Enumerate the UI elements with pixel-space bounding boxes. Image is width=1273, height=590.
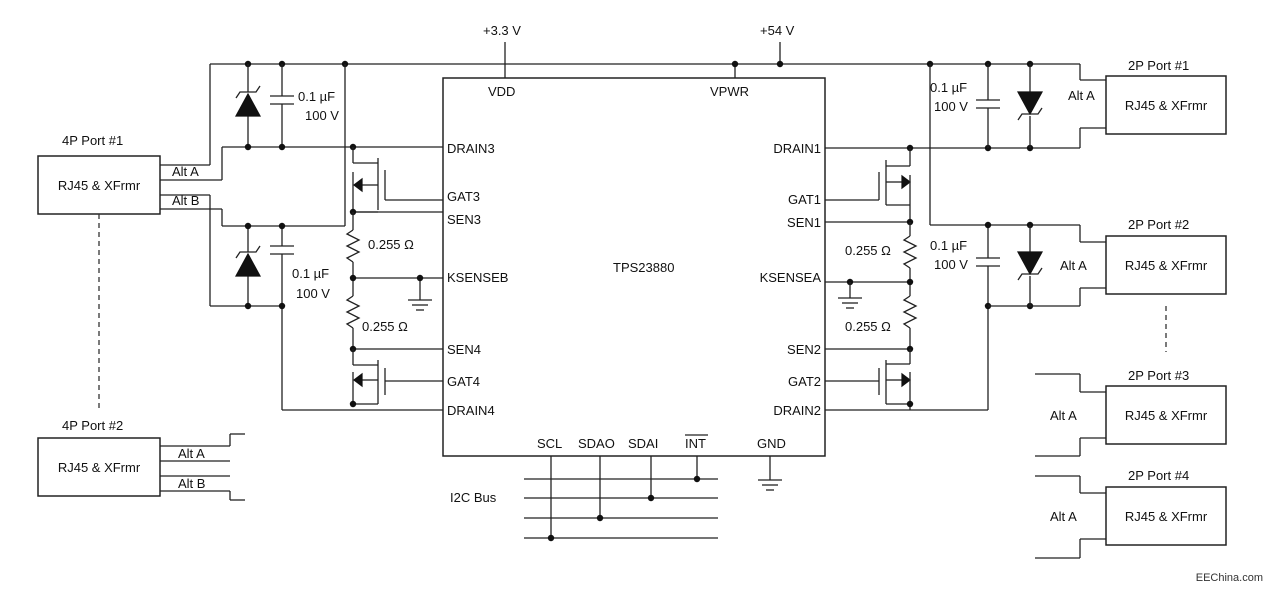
pin-gat1: GAT1 [788,192,821,207]
ic-name: TPS23880 [613,260,674,275]
port-4p-1-alt-b: Alt B [172,193,199,208]
resistor-right-lower: 0.255 Ω [845,319,891,334]
pin-vdd: VDD [488,84,515,99]
port-2p-1-title: 2P Port #1 [1128,58,1189,73]
cap-voltage-r2: 100 V [934,257,968,272]
pin-sdai: SDAI [628,436,658,451]
port-2p-2: 2P Port #2 RJ45 & XFrmr Alt A [1060,217,1227,352]
port-2p-4-alt-a: Alt A [1050,509,1077,524]
tvs-cap-lower-left: 0.1 µF 100 V [234,222,443,411]
ic-body [442,77,826,457]
resistor-left-upper: 0.255 Ω [368,237,414,252]
port-2p-3-alt-a: Alt A [1050,408,1077,423]
tvs-cap-port-2p-2: 0.1 µF 100 V [930,221,1080,410]
cap-voltage-ul: 100 V [305,108,339,123]
port-2p-1: 2P Port #1 RJ45 & XFrmr Alt A [1068,58,1227,148]
port-4p-2-alt-b: Alt B [178,476,205,491]
cap-voltage-ll: 100 V [296,286,330,301]
pin-sen3: SEN3 [447,212,481,227]
cap-value-r1: 0.1 µF [930,80,967,95]
cap-value-r2: 0.1 µF [930,238,967,253]
pin-vpwr: VPWR [710,84,749,99]
pin-sen2: SEN2 [787,342,821,357]
port-4p-2-rj45: RJ45 & XFrmr [58,460,141,475]
tvs-diode-icon [1016,91,1044,116]
port-2p-2-alt-a: Alt A [1060,258,1087,273]
pin-int: INT [685,436,706,451]
pin-ksensea: KSENSEA [760,270,822,285]
pin-ksenseb: KSENSEB [447,270,508,285]
pin-scl: SCL [537,436,562,451]
i2c-bus-label: I2C Bus [450,490,497,505]
pin-sen1: SEN1 [787,215,821,230]
pin-drain3: DRAIN3 [447,141,495,156]
port-2p-4-rj45: RJ45 & XFrmr [1125,509,1208,524]
tvs-cap-upper-left: 0.1 µF 100 V [234,64,357,226]
watermark: EEChina.com [1196,572,1263,584]
pin-sdao: SDAO [578,436,615,451]
port-2p-3: 2P Port #3 RJ45 & XFrmr Alt A [1035,368,1227,457]
port-2p-3-rj45: RJ45 & XFrmr [1125,408,1208,423]
resistor-left-lower: 0.255 Ω [362,319,408,334]
port-4p-2-title: 4P Port #2 [62,418,123,433]
rail-label-3v3: +3.3 V [483,23,521,38]
right-fets-sense: 0.255 Ω 0.255 Ω [825,144,1080,411]
cap-voltage-r1: 100 V [934,99,968,114]
tvs-diode-icon [1016,251,1044,276]
pin-gat4: GAT4 [447,374,480,389]
port-2p-2-title: 2P Port #2 [1128,217,1189,232]
pin-drain2: DRAIN2 [773,403,821,418]
rail-label-54v: +54 V [760,23,795,38]
cap-value-ul: 0.1 µF [298,89,335,104]
cap-value-ll: 0.1 µF [292,266,329,281]
tvs-cap-port-2p-1: 0.1 µF 100 V [929,64,1080,226]
ic-ground-symbol [758,456,782,491]
port-2p-4-title: 2P Port #4 [1128,468,1189,483]
pin-gat3: GAT3 [447,189,480,204]
i2c-bus: I2C Bus [450,456,718,542]
pin-sen4: SEN4 [447,342,481,357]
port-2p-2-rj45: RJ45 & XFrmr [1125,258,1208,273]
port-2p-1-alt-a: Alt A [1068,88,1095,103]
port-2p-1-rj45: RJ45 & XFrmr [1125,98,1208,113]
left-fets-sense: 0.255 Ω 0.255 Ω [345,147,443,408]
tvs-diode-icon [234,92,262,117]
port-4p-1-rj45: RJ45 & XFrmr [58,178,141,193]
pin-drain4: DRAIN4 [447,403,495,418]
port-4p-1-title: 4P Port #1 [62,133,123,148]
port-4p-2-alt-a: Alt A [178,446,205,461]
ic-tps23880: TPS23880 VDD VPWR DRAIN3 GAT3 SEN3 KSENS… [442,77,826,457]
port-4p-1: 4P Port #1 RJ45 & XFrmr Alt A Alt B [37,64,443,410]
port-2p-4: 2P Port #4 RJ45 & XFrmr Alt A [1035,468,1227,559]
pin-gnd: GND [757,436,786,451]
port-4p-2: 4P Port #2 RJ45 & XFrmr Alt A Alt B [37,418,245,501]
pin-drain1: DRAIN1 [773,141,821,156]
port-4p-1-alt-a: Alt A [172,164,199,179]
pin-gat2: GAT2 [788,374,821,389]
resistor-right-upper: 0.255 Ω [845,243,891,258]
power-rails: +3.3 V +54 V [210,23,1080,78]
tvs-diode-icon [234,252,262,277]
port-2p-3-title: 2P Port #3 [1128,368,1189,383]
